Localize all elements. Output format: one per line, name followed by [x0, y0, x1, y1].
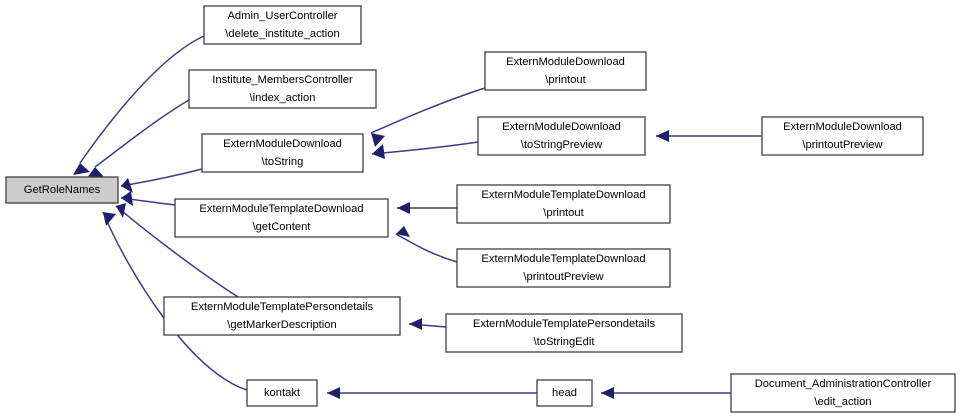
node-label-line1: ExternModuleDownload — [223, 138, 342, 150]
node-label-line1: ExternModuleTemplateDownload — [199, 203, 363, 215]
arrowhead-icon — [121, 178, 133, 193]
edge-line — [94, 99, 190, 168]
edges-layer — [73, 35, 762, 399]
call-edge-admin-usercontroller-delete-institute-action-to-get-role-names — [73, 35, 205, 175]
edge-line — [370, 87, 486, 134]
arrowhead-icon — [601, 387, 614, 399]
arrowhead-icon — [103, 212, 116, 226]
node-label-line1: ExternModuleDownload — [502, 121, 621, 133]
arrowhead-icon — [116, 203, 126, 218]
graph-node-externmoduletemplatedownload-getcontent[interactable]: ExternModuleTemplateDownload \getContent — [174, 198, 389, 238]
node-box[interactable] — [203, 5, 362, 45]
graph-node-institute-memberscontroller-index-action[interactable]: Institute_MembersController \index_action — [188, 69, 377, 109]
node-label-line2: \printout — [545, 74, 586, 86]
node-label-line2: \printout — [543, 207, 584, 219]
edge-line — [115, 205, 239, 298]
node-box[interactable] — [536, 379, 593, 407]
node-box[interactable] — [456, 248, 671, 288]
node-box[interactable] — [477, 116, 646, 156]
node-box[interactable] — [163, 296, 401, 336]
node-label-line1: head — [552, 387, 577, 399]
call-edge-externmoduletemplatedownload-printoutpreview-to-externmoduletemplatedownload-getcontent — [395, 226, 458, 263]
call-edge-institute-memberscontroller-index-action-to-get-role-names — [87, 99, 190, 178]
edge-line — [79, 35, 205, 164]
call-edge-externmoduletemplatepersondetails-getmarkerdescription-to-get-role-names — [115, 203, 239, 298]
graph-node-externmoduletemplatedownload-printoutpreview[interactable]: ExternModuleTemplateDownload \printoutPre… — [456, 248, 671, 288]
node-label-line2: \getContent — [253, 221, 312, 233]
node-box[interactable] — [201, 133, 364, 173]
node-label-line1: Institute_MembersController — [212, 74, 353, 86]
arrowhead-icon — [87, 167, 104, 178]
node-label-line1: kontakt — [264, 387, 301, 399]
node-label-line2: \getMarkerDescription — [227, 319, 336, 331]
node-label-line1: ExternModuleTemplatePersondetails — [191, 301, 374, 313]
arrowhead-icon — [372, 144, 385, 159]
arrowhead-icon — [656, 130, 669, 142]
arrowhead-icon — [121, 191, 133, 206]
node-box[interactable] — [484, 51, 647, 91]
node-box[interactable] — [445, 313, 683, 353]
node-label-line2: \printoutPreview — [523, 271, 604, 283]
nodes-layer: GetRoleNames Admin_UserController \delete_… — [5, 5, 956, 413]
node-box[interactable] — [761, 116, 924, 156]
arrowhead-icon — [409, 318, 422, 330]
node-box[interactable] — [730, 373, 956, 413]
node-label-line2: \toStringEdit — [534, 336, 596, 348]
edge-line — [371, 141, 479, 155]
node-label-line2: \edit_action — [814, 396, 871, 408]
edge-line — [102, 211, 248, 391]
arrowhead-icon — [73, 163, 90, 175]
call-edge-externmoduletemplatedownload-printout-to-externmoduletemplatedownload-getcontent — [397, 202, 458, 214]
graph-node-get-role-names[interactable]: GetRoleNames — [5, 176, 119, 204]
call-edge-kontakt-to-get-role-names — [102, 211, 248, 391]
node-label-line1: ExternModuleDownload — [783, 121, 902, 133]
node-box[interactable] — [5, 176, 119, 204]
graph-node-externmoduletemplatedownload-printout[interactable]: ExternModuleTemplateDownload \printout — [456, 184, 671, 224]
graph-node-kontakt[interactable]: kontakt — [246, 379, 318, 407]
graph-node-externmoduledownload-tostringpreview[interactable]: ExternModuleDownload \toStringPreview — [477, 116, 646, 156]
node-label-line1: GetRoleNames — [24, 184, 101, 196]
graph-node-externmoduletemplatepersondetails-getmarkerdescription[interactable]: ExternModuleTemplatePersondetails \getMar… — [163, 296, 401, 336]
node-box[interactable] — [174, 198, 389, 238]
call-edge-externmoduledownload-printoutpreview-to-externmoduledownload-tostringpreview — [656, 130, 762, 142]
node-box[interactable] — [188, 69, 377, 109]
call-edge-head-to-kontakt — [327, 387, 537, 399]
node-label-line2: \toString — [262, 156, 304, 168]
node-label-line2: \toStringPreview — [521, 139, 603, 151]
node-box[interactable] — [246, 379, 318, 407]
call-edge-externmoduledownload-tostring-to-get-role-names — [120, 168, 203, 193]
graph-node-externmoduledownload-printout[interactable]: ExternModuleDownload \printout — [484, 51, 647, 91]
node-label-line1: Admin_UserController — [227, 10, 337, 22]
arrowhead-icon — [396, 226, 410, 237]
node-label-line2: \index_action — [250, 92, 316, 104]
node-label-line1: ExternModuleTemplateDownload — [481, 253, 645, 265]
arrowhead-icon — [371, 133, 385, 147]
call-edge-externmoduletemplatedownload-getcontent-to-get-role-names — [120, 191, 176, 206]
graph-node-externmoduledownload-printoutpreview[interactable]: ExternModuleDownload \printoutPreview — [761, 116, 924, 156]
call-edge-externmoduledownload-printout-to-externmoduledownload-tostring — [370, 87, 486, 147]
graph-node-head[interactable]: head — [536, 379, 593, 407]
node-box[interactable] — [456, 184, 671, 224]
call-edge-externmoduledownload-tostringpreview-to-externmoduledownload-tostring — [371, 141, 479, 159]
graph-node-document-administrationcontroller-edit-action[interactable]: Document_AdministrationController \edit_a… — [730, 373, 956, 413]
call-edge-document-administrationcontroller-edit-action-to-head — [601, 387, 731, 399]
arrowhead-icon — [327, 387, 340, 399]
node-label-line1: ExternModuleTemplatePersondetails — [473, 318, 656, 330]
edge-line — [395, 233, 458, 263]
node-label-line1: Document_AdministrationController — [755, 378, 932, 390]
call-edge-externmoduletemplatepersondetails-tostringedit-to-externmoduletemplatepersondetails-getmarkerdescription — [408, 318, 447, 330]
graph-node-externmoduletemplatepersondetails-tostringedit[interactable]: ExternModuleTemplatePersondetails \toStri… — [445, 313, 683, 353]
node-label-line2: \printoutPreview — [802, 139, 883, 151]
arrowhead-icon — [397, 202, 410, 214]
graph-node-externmoduledownload-tostring[interactable]: ExternModuleDownload \toString — [201, 133, 364, 173]
graph-node-admin-usercontroller-delete-institute-action[interactable]: Admin_UserController \delete_institute_ac… — [203, 5, 362, 45]
node-label-line1: ExternModuleDownload — [506, 56, 625, 68]
edge-line — [120, 168, 203, 187]
node-label-line1: ExternModuleTemplateDownload — [481, 189, 645, 201]
node-label-line2: \delete_institute_action — [225, 28, 339, 40]
